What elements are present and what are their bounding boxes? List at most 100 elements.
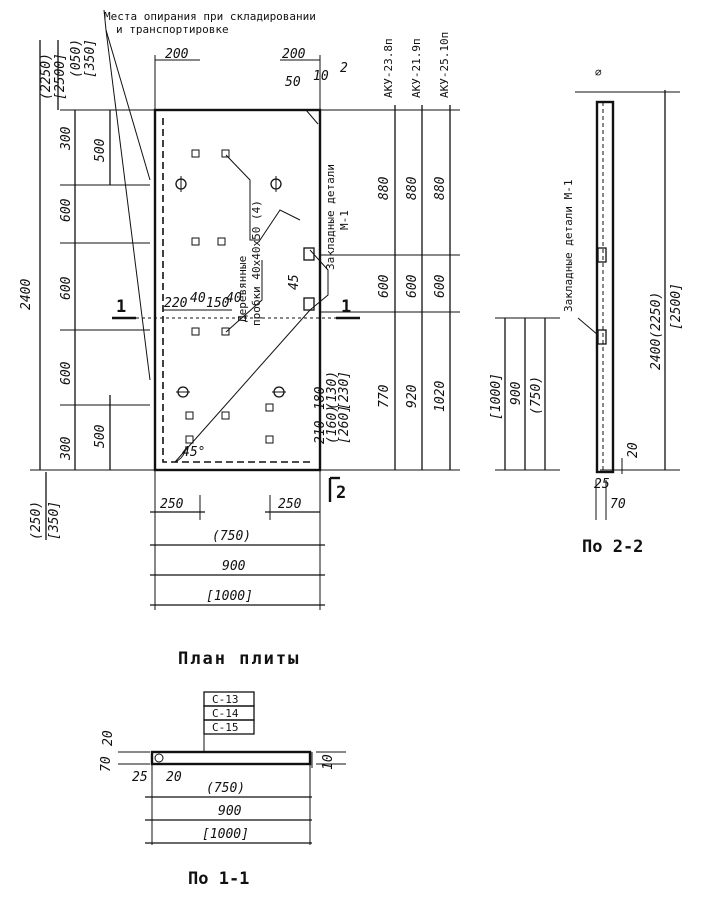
inner-150: 150 [206,296,230,311]
inner-500-bottom: 500 [93,424,108,448]
width-750: (750) [212,529,251,544]
s22-70: 70 [610,497,626,512]
brand-3: АКУ-25.10п [438,32,451,98]
corner-mark [305,109,319,125]
s11-title: По 1-1 [188,869,249,889]
s22-embed-2 [597,329,607,345]
rl-160: (160) [325,405,340,444]
s22-embed-label: Закладные детали М-1 [562,180,575,312]
top-50: 50 [285,75,301,90]
s22-leader [577,317,599,336]
s11-1000: [1000] [202,827,249,842]
plug [221,411,230,420]
col2-920: 920 [405,384,420,408]
dim-350-top: [350] [83,39,98,78]
cut-1-right-label: 1 [341,297,351,317]
s11-70: 70 [99,756,114,772]
angle-arc [174,445,187,463]
s11-brand-3: С-15 [212,721,239,734]
plug [185,435,194,444]
inner-500-top: 500 [93,138,108,162]
plug [191,327,200,336]
dim-2250: (2250) [39,53,54,100]
col3-1020: 1020 [433,381,448,412]
brand-1: АКУ-23.8п [382,38,395,98]
s11-900: 900 [218,804,242,819]
inner-45: 45 [287,274,302,290]
chain-600-2: 600 [59,276,74,300]
width-250-right: 250 [278,497,302,512]
s22-900: 900 [509,381,524,405]
plug [265,435,274,444]
rl-210: 210 [313,420,328,444]
width-250-left: 250 [160,497,184,512]
col1-880: 880 [377,176,392,200]
rl-230: [230] [337,371,352,410]
plug [185,411,194,420]
dim-050: (050) [69,39,84,78]
s11-end-mark [154,753,164,763]
leader-support-2 [105,29,151,381]
plugs-label-2: пробки 40х40х50 (4) [250,200,263,326]
s11-brand-2: С-14 [212,707,239,720]
inner-220: 220 [164,296,188,311]
s22-height: 2400(2250) [649,292,664,370]
s22-1000: [1000] [489,373,504,420]
dim-2500: [2500] [53,53,68,100]
chain-600-1: 600 [59,198,74,222]
col2-880: 880 [405,176,420,200]
width-1000: [1000] [206,589,253,604]
plug [221,327,230,336]
chain-300-top: 300 [59,126,74,151]
embed-label-1: Закладные детали [324,164,337,270]
plug [217,237,226,246]
inner-40b: 40 [226,291,242,306]
s11-10: 10 [321,754,336,770]
rl-180: 180 [313,386,328,410]
s22-embed-1 [597,247,607,263]
s11-brand-1: С-13 [212,693,239,706]
plug [191,237,200,246]
top-200-right: 200 [282,47,306,62]
note-support-places: Места опирания при складировании [104,10,316,23]
top-2: 2 [340,61,348,76]
col1-770: 770 [377,384,392,408]
s11-20: 20 [101,730,116,746]
embedded-plate [303,247,315,261]
embedded-plate [303,297,315,311]
top-200-left: 200 [165,47,189,62]
s11-20b: 20 [166,770,182,785]
cut-2-label: 2 [336,483,346,503]
leader-plugs-lower [225,260,263,333]
width-900: 900 [222,559,246,574]
rl-130: (130) [325,371,340,410]
bottom-250: (250) [29,501,44,540]
slab-hidden-edge [162,118,312,463]
plan-title: План плиты [178,649,300,669]
s22-body [595,100,615,474]
embed-label-2: М-1 [338,210,351,230]
angle-45: 45° [182,445,205,460]
brand-2: АКУ-21.9п [410,38,423,98]
plug [191,149,200,158]
plug [221,149,230,158]
s22-height-alt: [2500] [669,283,684,330]
chain-300-bottom: 300 [59,436,74,461]
s11-body [150,750,312,766]
s11-25: 25 [132,770,148,785]
note-support-places-2: и транспортировке [116,23,229,36]
col3-880: 880 [433,176,448,200]
dim-2400: 2400 [19,279,34,310]
s22-title: По 2-2 [582,537,643,557]
chain-600-3: 600 [59,361,74,385]
col3-600: 600 [433,274,448,298]
s11-750: (750) [206,781,245,796]
leader-plugs [225,154,301,241]
rl-260: [260] [337,405,352,444]
s22-20: 20 [626,442,641,458]
bottom-350: [350] [47,501,62,540]
col1-600: 600 [377,274,392,298]
diagonal-embed-line [174,249,329,463]
cut-1-left-label: 1 [116,297,126,317]
